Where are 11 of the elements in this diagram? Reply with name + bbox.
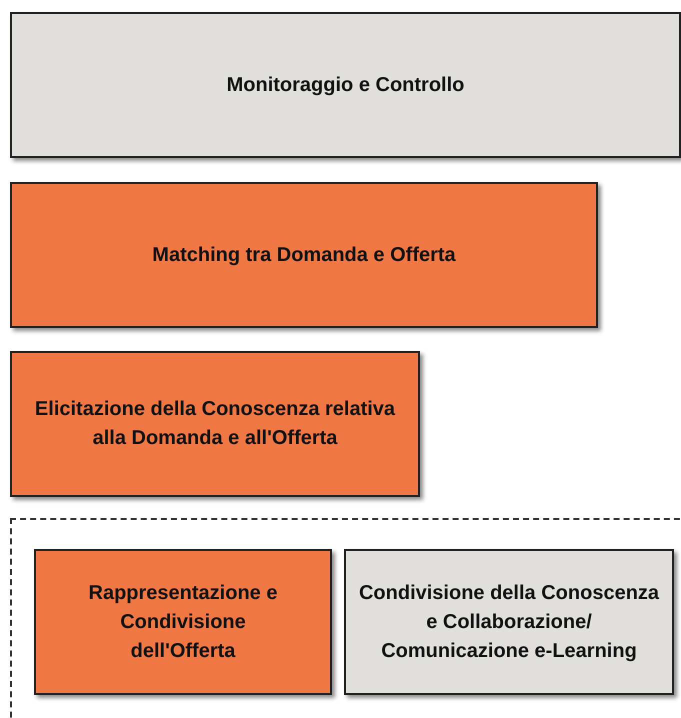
layer-label: Monitoraggio e Controllo bbox=[226, 72, 464, 98]
layer-label: Rappresentazione e Condivisione dell'Offerta bbox=[88, 580, 278, 664]
layer-label: Matching tra Domanda e Offerta bbox=[152, 242, 456, 268]
layer-box bbox=[10, 12, 681, 158]
layer-label: Elicitazione della Conoscenza relativa alla Domanda e all'Offerta bbox=[34, 397, 396, 451]
layer-box bbox=[34, 549, 332, 695]
layer-box bbox=[344, 549, 674, 695]
layer-label: Condivisione della Conoscenza e Collaborazione/ Comunicazione e-Learning bbox=[358, 580, 660, 664]
layer-box bbox=[10, 351, 420, 497]
layer-box bbox=[10, 182, 598, 328]
dashed-group-frame bbox=[10, 518, 681, 718]
